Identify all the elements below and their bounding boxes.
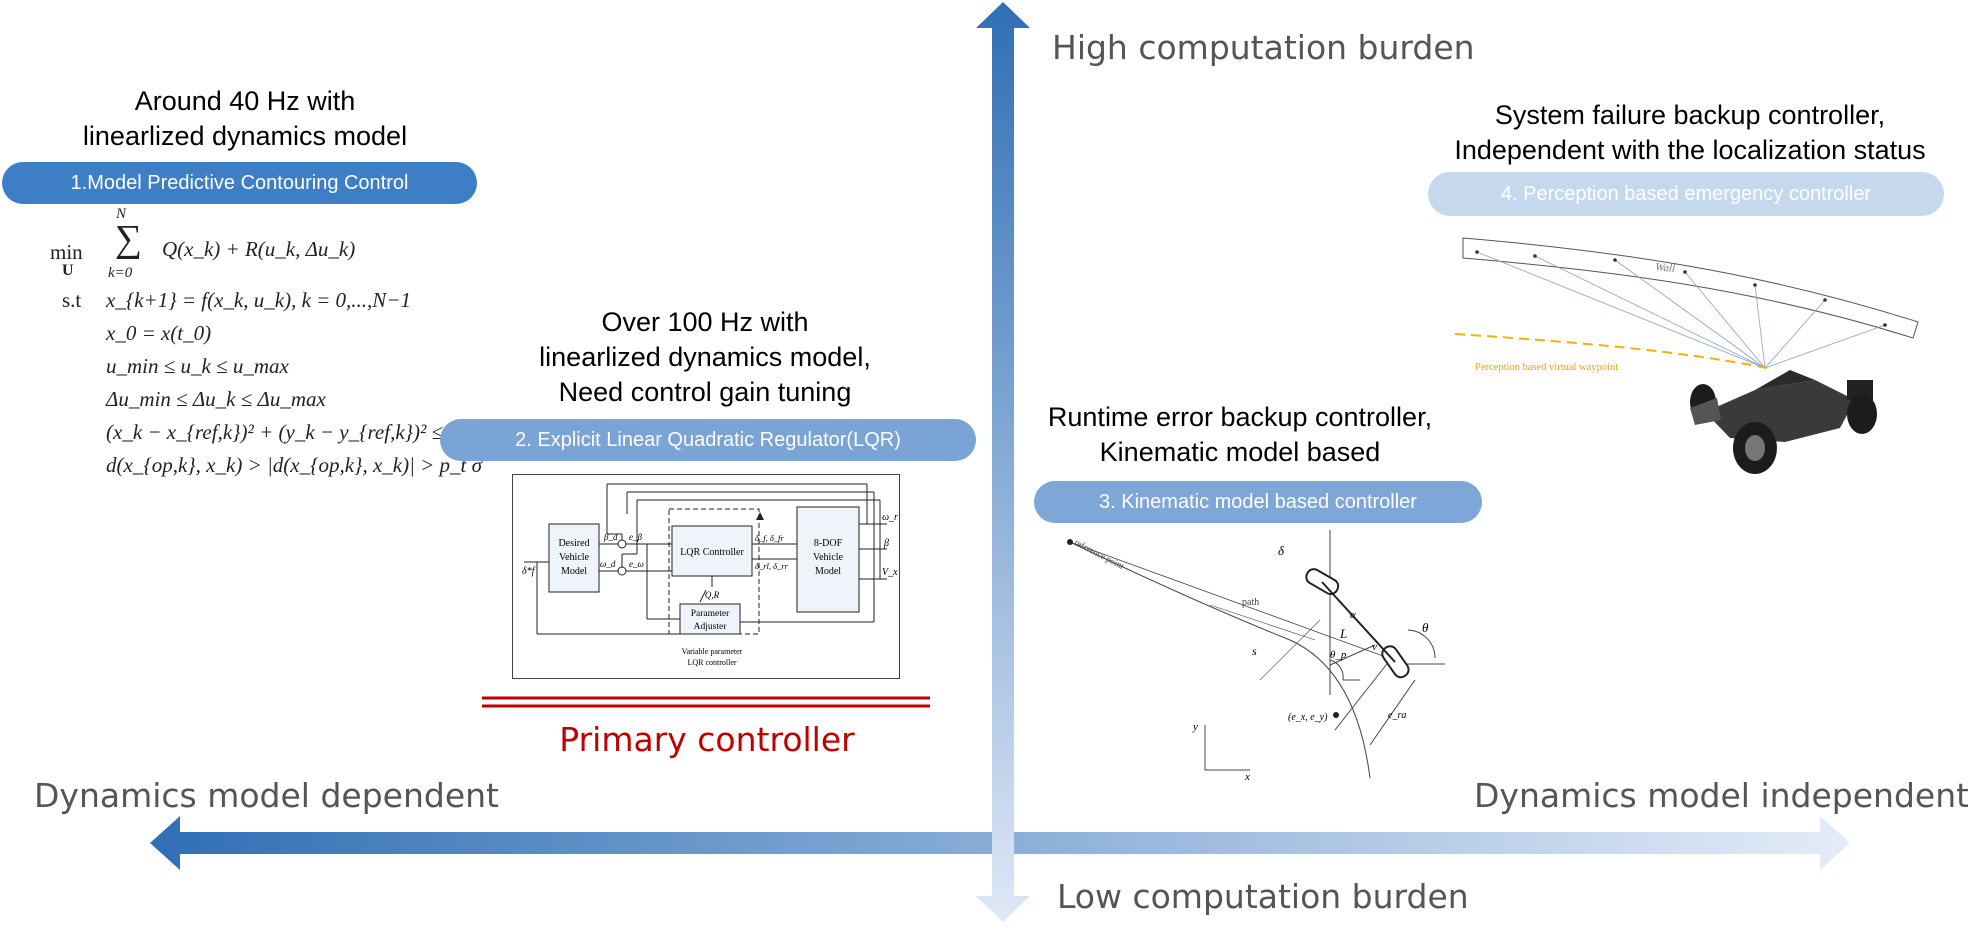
vehicle-model-label-3: Model — [815, 566, 841, 577]
omega-d-label: ω_d — [600, 559, 616, 569]
panel3-label-pill: 3. Kinematic model based controller — [1034, 481, 1482, 523]
mpc-constraint-6: d(x_{op,k}, x_k) > |d(x_{op,k}, x_k)| > … — [106, 453, 482, 477]
race-car-icon — [1690, 370, 1877, 474]
vehicle-body-line — [1321, 581, 1396, 663]
reference-point-label: reference point — [1073, 537, 1126, 572]
y-axis-label: y — [1192, 721, 1198, 733]
output-vx-label: V_x — [882, 567, 898, 578]
alpha-label: α — [1350, 609, 1356, 621]
axis-label-top: High computation burden — [1052, 28, 1475, 67]
variable-label-1: Variable parameter — [682, 647, 743, 656]
output-omega-label: ω_r — [882, 512, 898, 523]
panel2-heading-line2: linearlized dynamics model, — [539, 342, 871, 372]
vehicle-model-label-2: Vehicle — [813, 552, 844, 563]
desired-model-label-1: Desired — [558, 538, 589, 549]
panel4-label-pill: 4. Perception based emergency controller — [1428, 172, 1944, 216]
panel2-heading-line3: Need control gain tuning — [558, 377, 852, 407]
parameter-adjuster-block — [679, 603, 741, 635]
perception-rays — [1476, 251, 1886, 369]
panel2-heading-line1: Over 100 Hz with — [601, 307, 809, 337]
mpc-constraint-2: x_0 = x(t_0) — [106, 321, 212, 345]
e-omega-label: e_ω — [629, 559, 644, 569]
sum-junction-omega — [617, 566, 627, 576]
kinematic-diagram: reference point path s δ α L v θ θ_p e_r… — [1067, 530, 1445, 780]
panel2-label-pill: 2. Explicit Linear Quadratic Regulator(L… — [440, 419, 976, 461]
mpc-min: min — [50, 240, 83, 264]
panel2-heading: Over 100 Hz with linearlized dynamics mo… — [470, 305, 940, 410]
adjuster-label-1: Parameter — [691, 609, 730, 619]
e-beta-label: e_β — [629, 532, 642, 542]
mpc-min-var: U — [62, 262, 74, 279]
lqr-input-label: δ*f — [522, 566, 536, 577]
reference-point-dot — [1067, 539, 1073, 545]
lqr-controller-label: LQR Controller — [680, 547, 744, 558]
delta-label: δ — [1278, 543, 1285, 558]
deltas2-label: δ_rl, δ_rr — [755, 561, 789, 571]
mpc-sigma: ∑ — [115, 218, 143, 260]
virtual-waypoint-path — [1455, 333, 1768, 369]
mpc-formulation: min U ∑ N k=0 Q(x_k) + R(u_k, Δu_k) s.t … — [40, 206, 521, 480]
adjuster-label-2: Adjuster — [694, 622, 728, 632]
beta-d-label: β_d — [603, 532, 618, 542]
qr-label: Q,R — [705, 590, 720, 600]
mpc-constraint-3: u_min ≤ u_k ≤ u_max — [106, 354, 289, 378]
reference-path — [1069, 541, 1371, 779]
panel1-heading-line1: Around 40 Hz with — [134, 86, 356, 116]
closest-point-dot — [1333, 712, 1339, 718]
closest-point-label: (e_x, e_y) — [1288, 712, 1328, 723]
desired-model-block — [548, 523, 600, 593]
desired-model-label-3: Model — [561, 566, 587, 577]
path-label: path — [1242, 597, 1259, 608]
output-beta-label: β — [883, 538, 889, 549]
panel4-heading: System failure backup controller, Indepe… — [1420, 98, 1960, 168]
axis-label-right: Dynamics model independent — [1474, 776, 1968, 815]
deltas1-label: δ_f, δ_fr — [755, 533, 784, 543]
axis-label-left: Dynamics model dependent — [34, 776, 499, 815]
sum-junction-beta — [617, 539, 627, 549]
panel3-heading-line1: Runtime error backup controller, — [1047, 402, 1433, 432]
velocity-label: v — [1372, 641, 1377, 653]
mpc-constraint-4: Δu_min ≤ Δu_k ≤ Δu_max — [106, 387, 326, 411]
length-label: L — [1339, 626, 1347, 641]
desired-model-label-2: Vehicle — [559, 552, 590, 563]
adjuster-arrow-head — [756, 512, 764, 520]
lqr-block-diagram: Desired Vehicle Model LQR Controller Par… — [512, 474, 900, 679]
panel1-label-pill: 1.Model Predictive Contouring Control — [2, 162, 477, 204]
panel4-heading-line1: System failure backup controller, — [1494, 100, 1886, 130]
mpc-sum-upper: N — [116, 206, 127, 222]
lqr-controller-block — [671, 525, 753, 577]
panel1-heading-line2: linearlized dynamics model — [82, 121, 408, 151]
perception-diagram: Wall Perception based virtual waypoint — [1455, 237, 1919, 474]
s-label: s — [1252, 644, 1257, 658]
wall-label: Wall — [1655, 261, 1676, 275]
variable-label-2: LQR controller — [687, 658, 736, 667]
panel4-heading-line2: Independent with the localization status — [1454, 135, 1926, 165]
wall-outline — [1462, 237, 1919, 339]
front-wheel — [1305, 568, 1340, 595]
panel1-heading: Around 40 Hz with linearlized dynamics m… — [10, 84, 480, 154]
x-axis-label: x — [1244, 771, 1250, 780]
waypoint-label: Perception based virtual waypoint — [1475, 362, 1618, 373]
vehicle-model-label-1: 8-DOF — [814, 538, 843, 549]
mpc-constraint-1: x_{k+1} = f(x_k, u_k), k = 0,...,N−1 — [106, 288, 411, 312]
mpc-st: s.t — [62, 288, 82, 312]
theta-p-label: θ_p — [1330, 649, 1347, 661]
axis-label-bottom: Low computation burden — [1057, 877, 1469, 916]
primary-controller-label: Primary controller — [559, 720, 855, 759]
primary-controller-double-line — [482, 696, 930, 708]
wall-hit-points — [1475, 250, 1887, 327]
panel3-heading-line2: Kinematic model based — [1099, 437, 1381, 467]
e-ra-label: e_ra — [1388, 710, 1406, 721]
panel3-heading: Runtime error backup controller, Kinemat… — [1030, 400, 1450, 470]
theta-label: θ — [1422, 620, 1429, 635]
mpc-objective: Q(x_k) + R(u_k, Δu_k) — [162, 237, 356, 261]
vertical-axis-arrow — [976, 2, 1030, 922]
vehicle-model-block — [796, 506, 860, 613]
mpc-sum-lower: k=0 — [108, 265, 133, 281]
